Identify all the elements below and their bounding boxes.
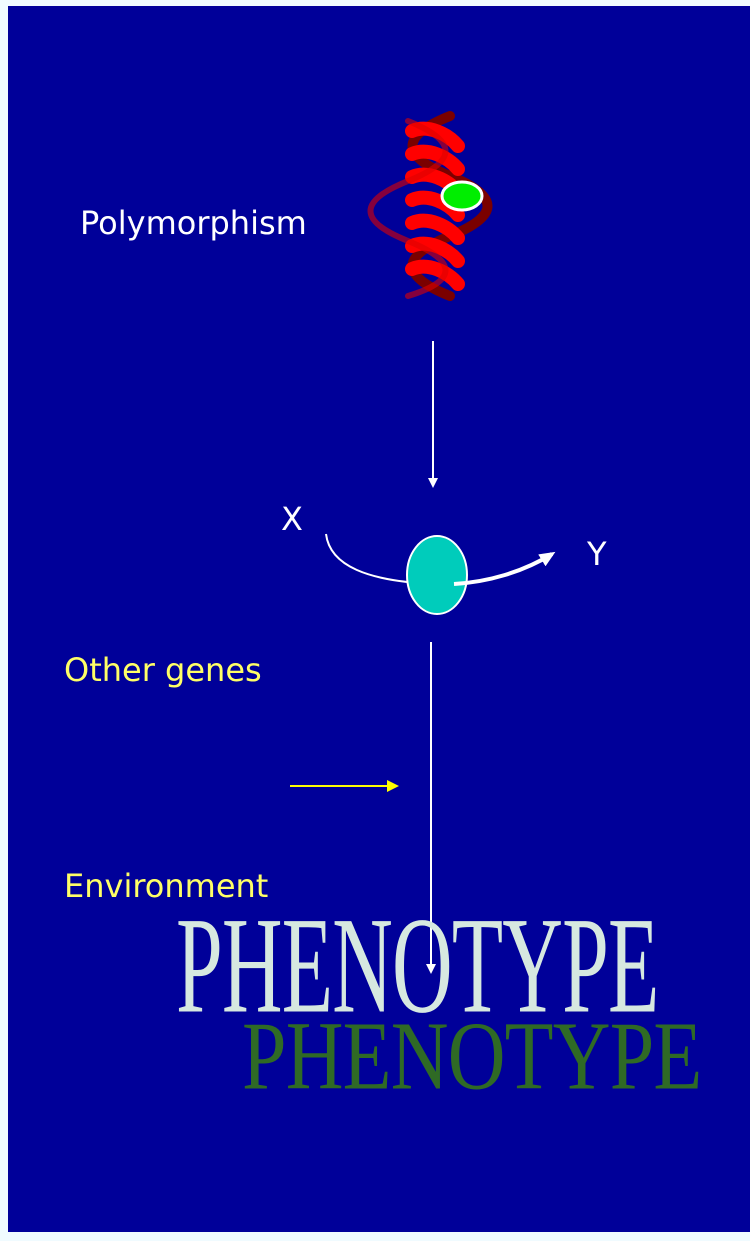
diagram-slide: Polymorphism X Y Other genes Environment…	[8, 6, 750, 1232]
diagram-graphics	[290, 111, 556, 974]
phenotype-title: PHENOTYPE	[176, 888, 659, 1042]
product-arrow	[453, 551, 556, 586]
other-genes-label: Other genes	[64, 651, 262, 689]
enzyme-ellipse-icon	[406, 535, 468, 615]
product-y-label: Y	[587, 535, 607, 573]
substrate-x-label: X	[281, 500, 303, 538]
polymorphism-label: Polymorphism	[80, 204, 307, 242]
environment-label: Environment	[64, 867, 269, 905]
phenotype-shadow-text: PHENOTYPE	[242, 1001, 702, 1110]
polymorphism-marker-icon	[440, 180, 484, 212]
dna-helix-icon	[367, 111, 493, 301]
